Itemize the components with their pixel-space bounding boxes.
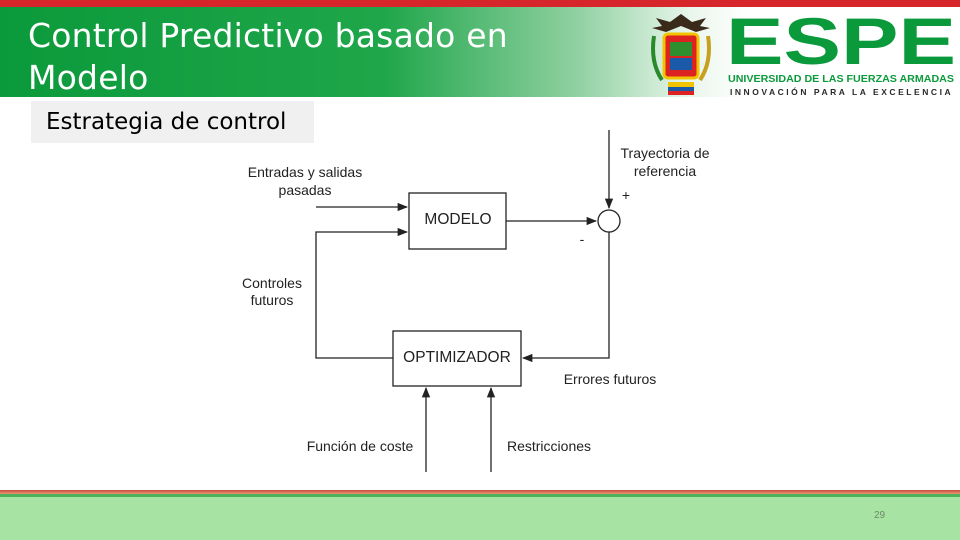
university-seal-icon	[651, 14, 711, 95]
past-io-label-1: Entradas y salidas	[248, 164, 362, 180]
summing-junction	[597, 209, 621, 233]
slide-title: Control Predictivo basado en Modelo	[28, 16, 508, 97]
future-errors-arrow	[521, 232, 610, 363]
future-errors-label: Errores futuros	[564, 371, 657, 387]
university-name: UNIVERSIDAD DE LAS FUERZAS ARMADAS	[728, 73, 954, 85]
footer-separator-green	[0, 494, 960, 497]
espe-logo: ESPE UNIVERSIDAD DE LAS FUERZAS ARMADAS …	[726, 11, 956, 97]
reference-label-1: Trayectoria de	[621, 145, 710, 161]
subtitle-box: Estrategia de control	[31, 101, 314, 143]
optimizer-block	[392, 330, 522, 387]
plus-sign: +	[622, 187, 630, 203]
espe-wordmark: ESPE	[726, 11, 956, 78]
future-controls-feedback	[315, 227, 409, 359]
footer-separator	[0, 490, 960, 494]
past-io-label-2: pasadas	[279, 182, 332, 198]
slide-subtitle: Estrategia de control	[46, 109, 287, 135]
future-controls-label-2: futuros	[251, 292, 294, 308]
page-number: 29	[874, 510, 886, 521]
top-accent-strip	[0, 0, 960, 7]
slide-header: Control Predictivo basado en Modelo ESPE…	[0, 7, 960, 97]
constraints-label: Restricciones	[507, 438, 591, 454]
university-motto: INNOVACIÓN PARA LA EXCELENCIA	[730, 86, 954, 97]
reference-label-2: referencia	[634, 163, 696, 179]
model-block	[408, 192, 507, 250]
optimizer-label: OPTIMIZADOR	[403, 349, 511, 366]
cost-function-label: Función de coste	[307, 438, 414, 454]
slide-footer: 29	[0, 497, 960, 540]
minus-sign: -	[580, 231, 585, 247]
model-label: MODELO	[424, 211, 491, 228]
future-controls-label-1: Controles	[242, 275, 302, 291]
